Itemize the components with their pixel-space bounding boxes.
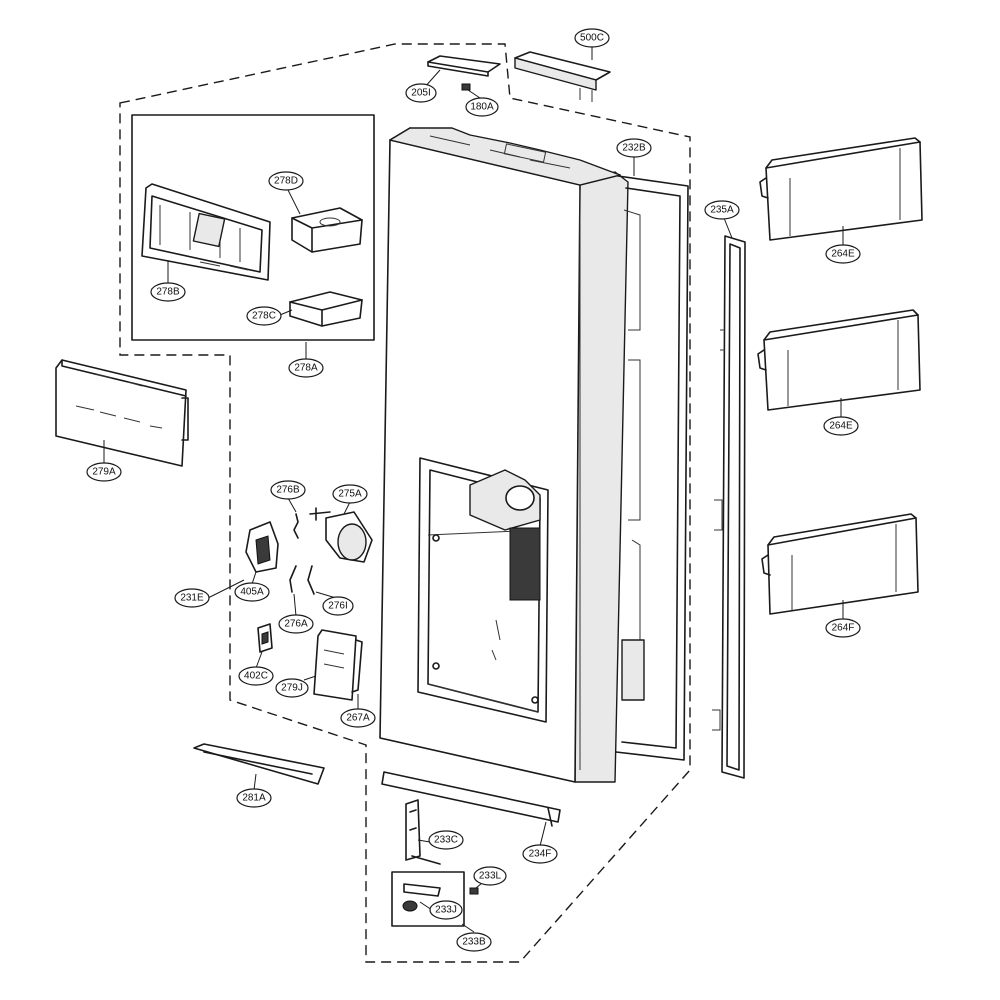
door-bin-middle [757,309,921,411]
svg-text:231E: 231E [180,593,204,604]
door-gasket [615,175,689,761]
svg-text:264E: 264E [831,249,855,260]
dispenser-part-278d [291,207,363,253]
part-500c-bracket [514,51,611,102]
callout-500c: 500C [574,28,610,48]
callout-233c: 233C [428,830,464,850]
callout-276b: 276B [270,480,306,500]
svg-text:233B: 233B [462,937,486,948]
assembly-boundary-dashed [119,43,691,963]
part-276a-wire [289,565,297,593]
callout-278b: 278B [150,282,186,302]
svg-text:267A: 267A [346,713,370,724]
door-bin-bottom [761,513,919,615]
callout-276a: 276A [278,614,314,634]
callout-405a: 405A [234,582,270,602]
callout-235a: 235A [704,200,740,220]
svg-text:233C: 233C [434,835,458,846]
bottom-trim-281a [193,743,325,785]
svg-text:281A: 281A [242,793,266,804]
svg-text:402C: 402C [244,671,268,682]
callout-233b: 233B [456,932,492,952]
dispenser-housing [141,183,271,281]
callout-278a: 278A [288,358,324,378]
part-180a-clip [461,83,471,91]
hinge-part-233c [405,799,441,865]
part-276b-spring [293,513,299,539]
callout-281a: 281A [236,788,272,808]
callout-278c: 278C [246,306,282,326]
dispenser-panel [55,359,189,467]
callout-278d: 278D [268,171,304,191]
callout-279a: 279A [86,462,122,482]
callout-264e-mid: 264E [823,416,859,436]
callout-279j: 279J [275,678,309,698]
svg-text:500C: 500C [580,33,604,44]
svg-text:205I: 205I [411,88,430,99]
callout-234f: 234F [522,844,558,864]
leader-lines [103,46,844,933]
dispenser-subassembly-box [131,114,375,341]
callout-402c: 402C [238,666,274,686]
svg-text:276I: 276I [328,601,347,612]
svg-text:279A: 279A [92,467,116,478]
svg-text:232B: 232B [622,143,646,154]
callout-205i: 205I [405,83,437,103]
svg-text:234F: 234F [529,849,552,860]
part-275a-actuator [309,507,373,563]
svg-text:405A: 405A [240,587,264,598]
callout-232b: 232B [616,138,652,158]
svg-text:276B: 276B [276,485,300,496]
svg-text:264E: 264E [829,421,853,432]
door-side-trim [712,235,746,779]
svg-text:276A: 276A [284,619,308,630]
svg-text:278D: 278D [274,176,298,187]
callout-233l: 233L [473,866,507,886]
svg-text:278B: 278B [156,287,180,298]
callout-275a: 275A [332,484,368,504]
part-276i-wire [307,565,315,595]
hinge-subassembly-box [391,871,465,927]
svg-text:180A: 180A [470,102,494,113]
svg-text:275A: 275A [338,489,362,500]
hinge-part-233j [402,883,441,912]
callout-267a: 267A [340,708,376,728]
door-bin-top [759,137,923,241]
callout-264e-top: 264E [825,244,861,264]
callout-231e: 231E [174,588,210,608]
svg-text:279J: 279J [281,683,303,694]
dispenser-part-278c [289,291,363,327]
part-279j-cover [313,629,363,701]
svg-text:278C: 278C [252,311,276,322]
svg-text:233L: 233L [479,871,502,882]
bottom-trim-234f [381,771,561,827]
callout-180a: 180A [465,97,499,117]
svg-text:264F: 264F [832,623,855,634]
svg-text:233J: 233J [435,905,457,916]
main-door [379,127,629,783]
hinge-part-233l [469,887,479,895]
part-402c-clip [257,623,273,653]
callout-233j: 233J [429,900,463,920]
part-405a-bracket [245,521,279,573]
callout-276i: 276I [322,596,354,616]
svg-text:235A: 235A [710,205,734,216]
svg-text:278A: 278A [294,363,318,374]
callout-264f: 264F [825,618,861,638]
part-205i-cover [427,55,501,77]
